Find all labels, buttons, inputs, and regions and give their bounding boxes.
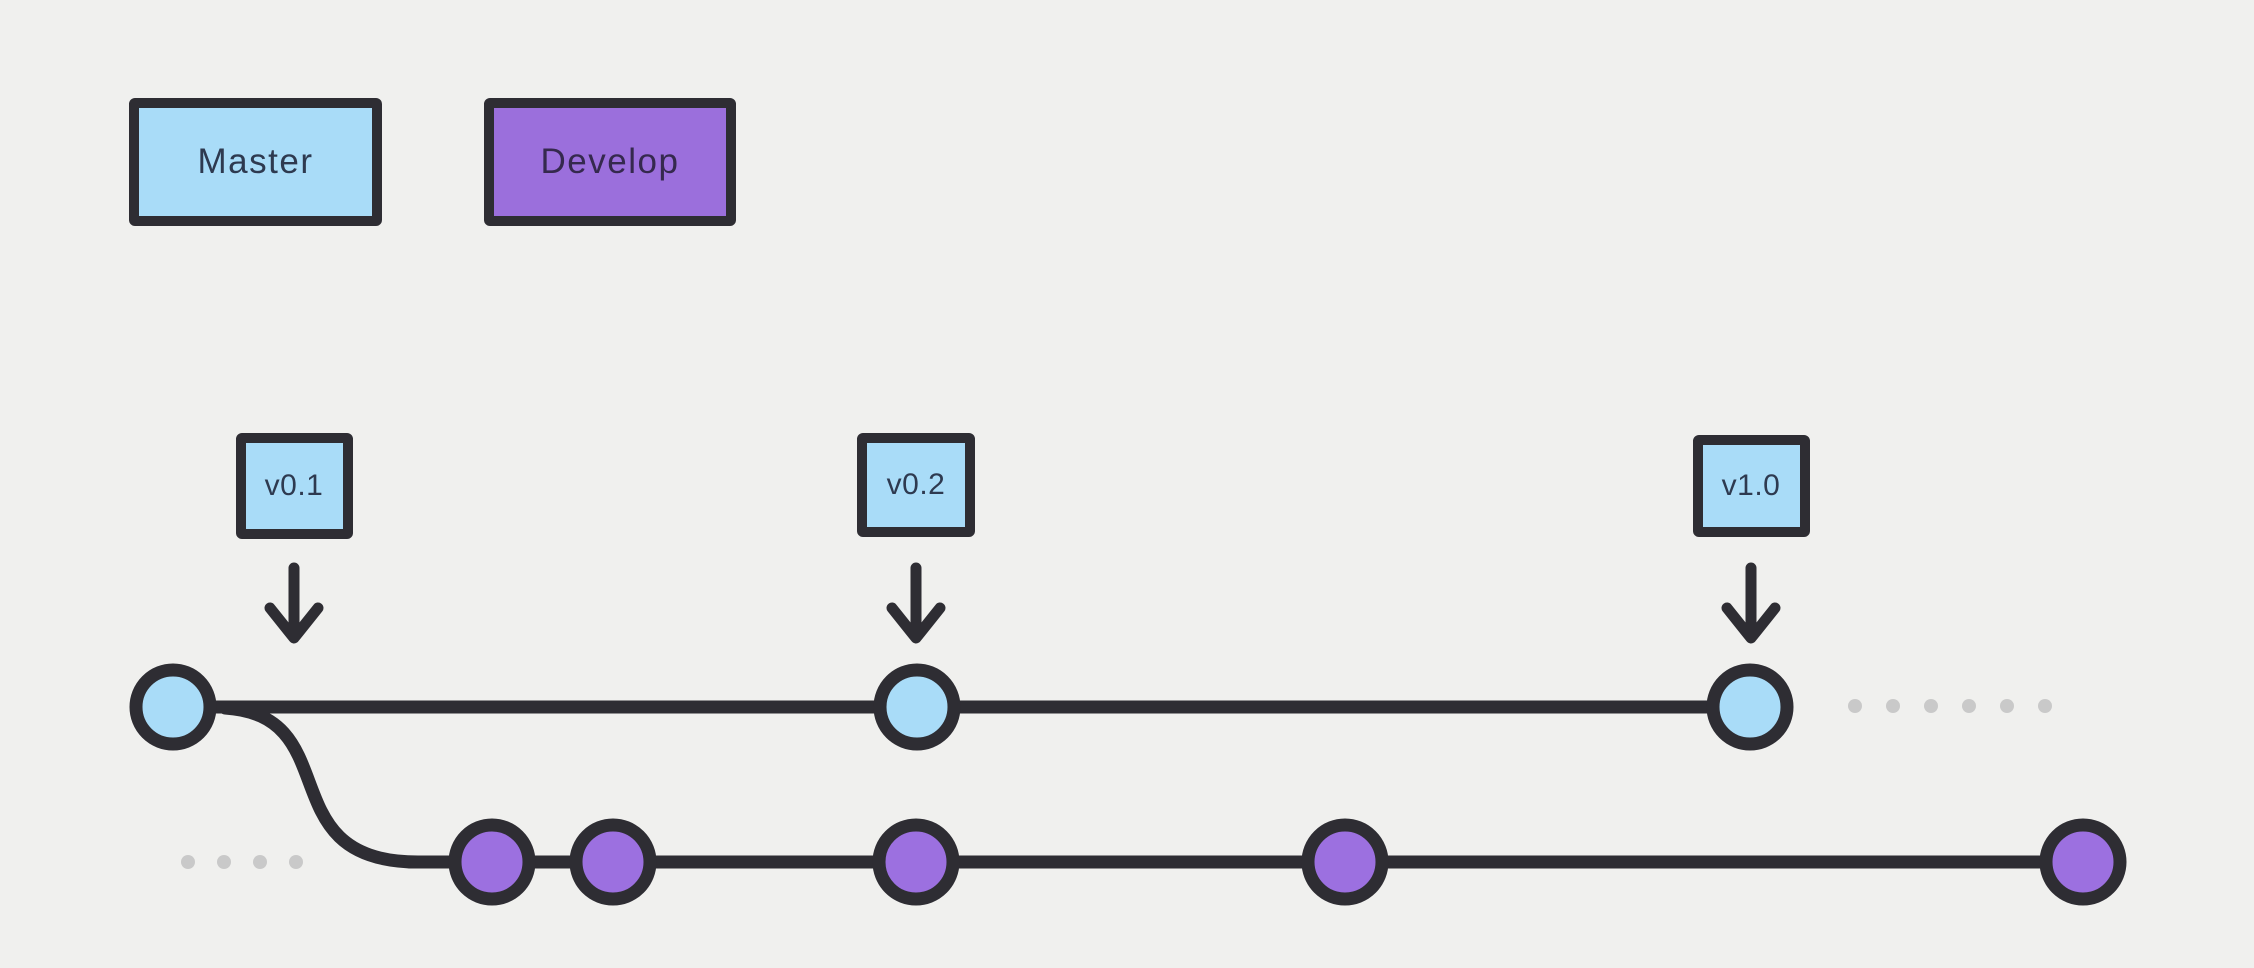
- master-ellipsis-dot: [2038, 699, 2052, 713]
- release-tag-v1-0: v1.0: [1692, 435, 1810, 537]
- master-ellipsis-dot: [1848, 699, 1862, 713]
- arrow-down-icon: [886, 562, 946, 644]
- arrow-down-icon: [1721, 562, 1781, 644]
- branch-curve: [218, 701, 425, 869]
- release-tag-v0-1: v0.1: [235, 433, 353, 539]
- develop-commit-node: [448, 818, 536, 906]
- release-tag-label: v1.0: [1721, 469, 1781, 502]
- develop-commit-node: [872, 818, 960, 906]
- legend-develop-box: Develop: [484, 98, 736, 226]
- legend-develop-label: Develop: [540, 142, 680, 181]
- master-ellipsis-dot: [1962, 699, 1976, 713]
- release-tag-v0-2: v0.2: [857, 433, 975, 537]
- develop-commit-node: [1301, 818, 1389, 906]
- develop-ellipsis-dot: [217, 855, 231, 869]
- develop-ellipsis-dot: [253, 855, 267, 869]
- master-commit-node: [1706, 663, 1794, 751]
- master-ellipsis-dot: [2000, 699, 2014, 713]
- develop-ellipsis-dot: [289, 855, 303, 869]
- release-tag-label: v0.1: [264, 469, 324, 502]
- master-ellipsis-dot: [1924, 699, 1938, 713]
- release-tag-label: v0.2: [886, 468, 946, 501]
- master-commit-node: [873, 663, 961, 751]
- legend-master-label: Master: [197, 142, 314, 181]
- develop-commit-node: [2039, 818, 2127, 906]
- arrow-down-icon: [264, 562, 324, 644]
- master-ellipsis-dot: [1886, 699, 1900, 713]
- develop-commit-node: [569, 818, 657, 906]
- master-commit-node: [129, 663, 217, 751]
- develop-ellipsis-dot: [181, 855, 195, 869]
- legend-master-box: Master: [129, 98, 382, 226]
